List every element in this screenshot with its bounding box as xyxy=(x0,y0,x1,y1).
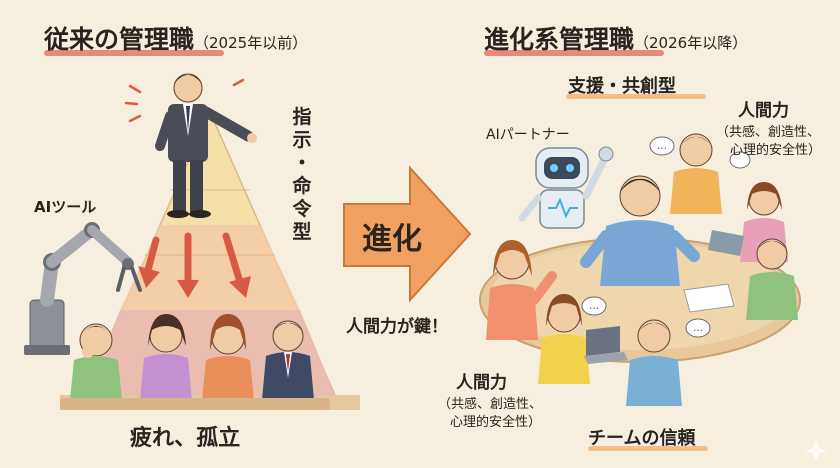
support-underline xyxy=(566,94,706,99)
human-power-key-label: 人間力が鍵！ xyxy=(346,317,448,337)
person-bottom-man xyxy=(626,319,682,406)
tired-isolated-label: 疲れ、孤立 xyxy=(130,426,241,451)
worker-3 xyxy=(202,314,254,400)
svg-text:…: … xyxy=(693,323,703,334)
support-cocreation-label: 支援・共創型 xyxy=(568,76,676,97)
human-power-bottom-title: 人間力 xyxy=(456,373,507,393)
person-bottom-woman xyxy=(538,294,628,384)
speech-bubbles: … … … xyxy=(581,136,751,338)
team-trust-underline xyxy=(588,446,708,451)
worker-4 xyxy=(262,320,314,400)
human-power-top-desc-2: 心理的安全性） xyxy=(730,143,822,158)
person-left-woman xyxy=(486,240,557,340)
command-arrows xyxy=(138,232,251,298)
team-scene: … … … xyxy=(479,133,801,406)
svg-text:…: … xyxy=(657,141,667,152)
person-right-man xyxy=(683,238,798,320)
robot-arm-icon xyxy=(24,222,142,355)
human-power-bottom-desc-2: 心理的安全性） xyxy=(450,415,542,430)
person-top-right xyxy=(670,133,722,214)
tired-workers xyxy=(60,314,330,410)
human-power-bottom-desc-1: （共感、創造性、 xyxy=(438,397,543,412)
worker-2 xyxy=(140,314,192,400)
human-power-top-title: 人間力 xyxy=(738,101,789,121)
sparkle-icon xyxy=(805,440,827,462)
ai-partner-label: AIパートナー xyxy=(486,127,570,143)
ai-tool-label: AIツール xyxy=(34,198,97,216)
team-trust-label: チームの信頼 xyxy=(588,428,696,449)
boss-figure xyxy=(124,73,257,218)
center-man xyxy=(580,175,700,286)
right-title-underline xyxy=(484,50,664,56)
evolution-arrow xyxy=(343,165,472,303)
evolution-label: 進化 xyxy=(362,222,422,257)
human-power-top-desc-1: （共感、創造性、 xyxy=(716,125,821,140)
svg-text:…: … xyxy=(589,301,599,312)
right-title: 進化系管理職（2026年以降） xyxy=(484,25,748,54)
ai-robot-icon xyxy=(518,146,614,229)
left-title: 従来の管理職（2025年以前） xyxy=(44,25,308,54)
worker-1 xyxy=(70,323,122,400)
left-title-underline xyxy=(44,50,224,56)
